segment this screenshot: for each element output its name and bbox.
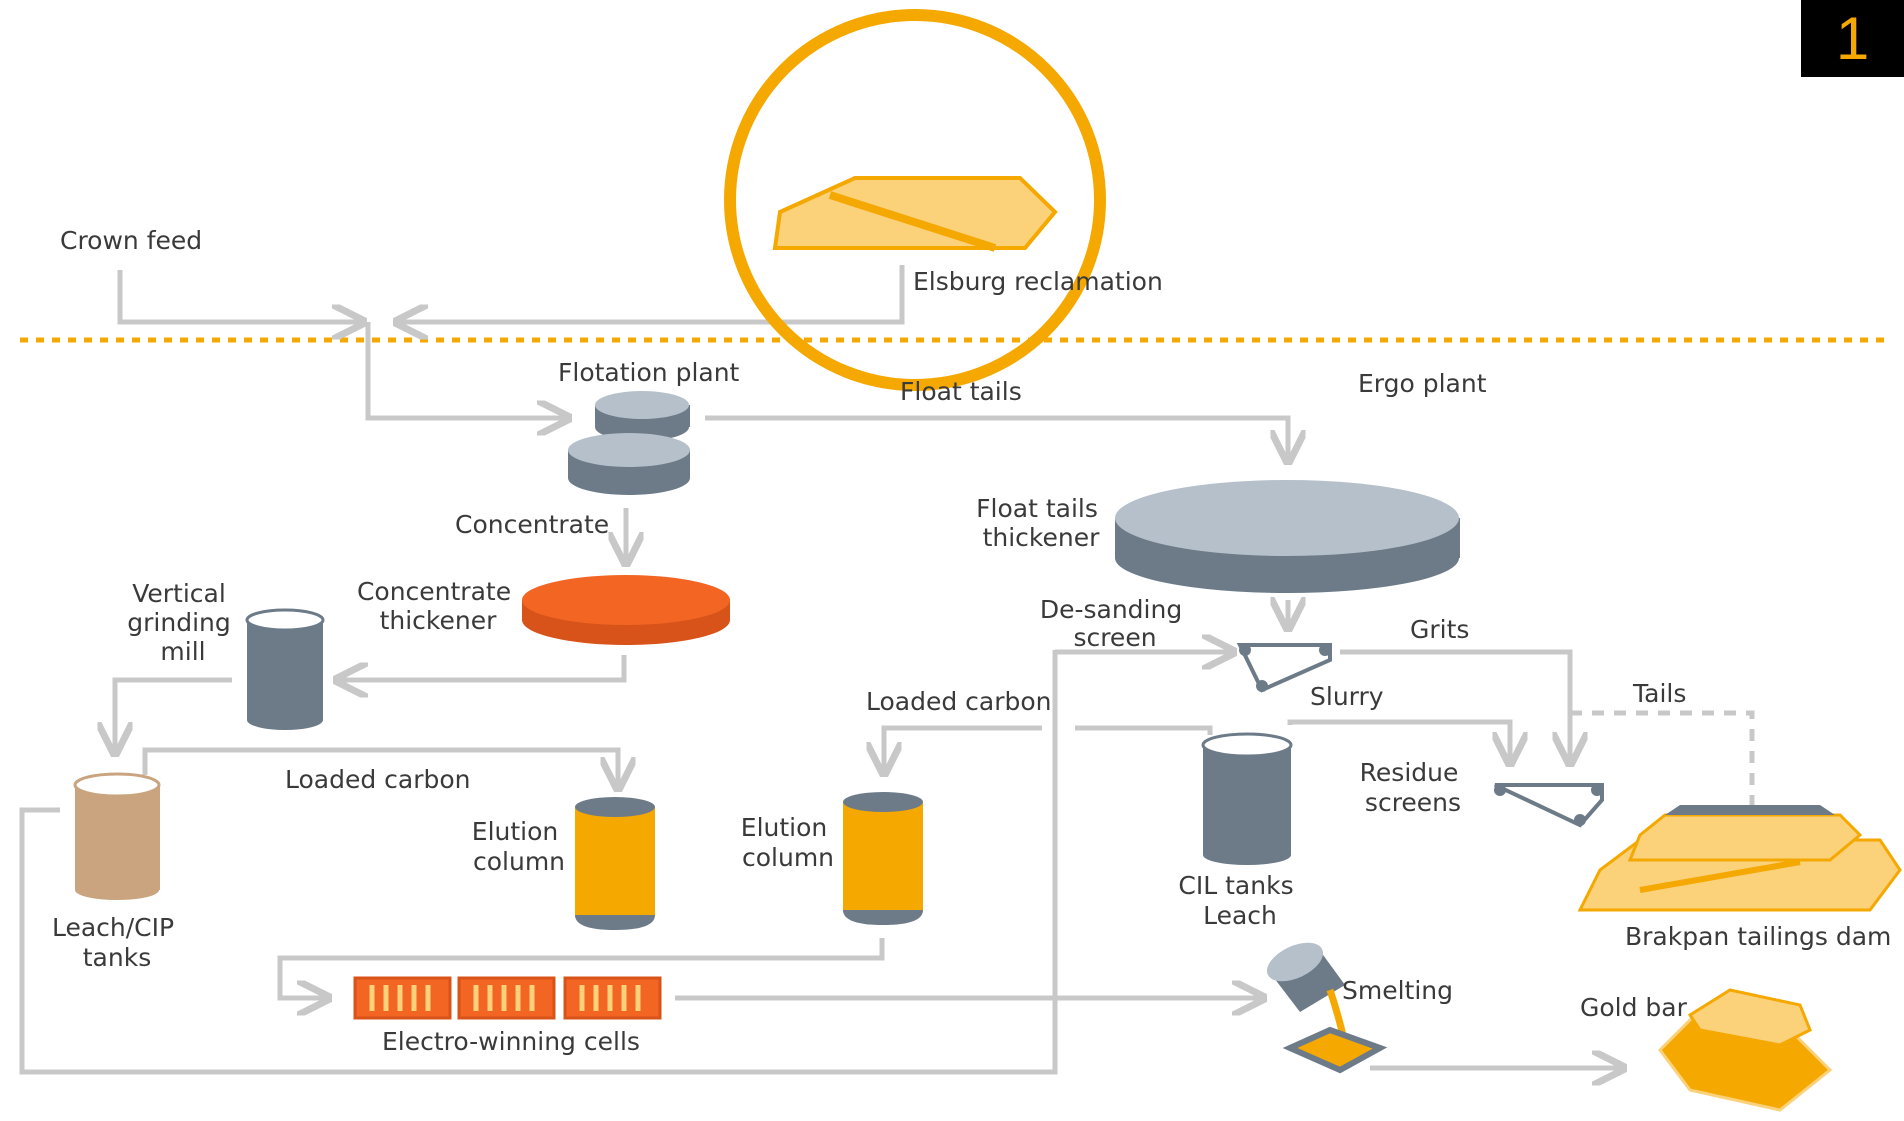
label-electro-winning-cells: Electro-winning cells bbox=[382, 1027, 640, 1056]
label-float-tails-thickener: Float tails thickener bbox=[976, 494, 1106, 552]
flow-to-leach bbox=[115, 677, 232, 750]
label-residue-screens: Residue screens bbox=[1360, 758, 1467, 817]
label-flotation-plant: Flotation plant bbox=[558, 358, 740, 387]
gold-bar-icon bbox=[1658, 988, 1833, 1112]
label-elsburg: Elsburg reclamation bbox=[913, 267, 1163, 296]
flow-crown-feed bbox=[117, 270, 360, 322]
concentrate-thickener-icon bbox=[522, 575, 730, 645]
smelting-crucible-icon bbox=[1266, 942, 1388, 1074]
brakpan-dam-icon bbox=[1577, 805, 1902, 912]
flow-to-mill bbox=[340, 655, 627, 680]
label-concentrate: Concentrate bbox=[455, 510, 609, 539]
elution-column-2-icon bbox=[843, 792, 923, 925]
label-elution-column-2: Elution column bbox=[741, 813, 835, 872]
flow-loaded-carbon-left bbox=[142, 747, 618, 785]
label-gold-bar: Gold bar bbox=[1580, 993, 1688, 1022]
page-number-badge: 1 bbox=[1801, 0, 1904, 77]
elsburg-heap-icon bbox=[772, 176, 1058, 252]
label-ergo-plant: Ergo plant bbox=[1358, 369, 1487, 398]
label-tails: Tails bbox=[1632, 679, 1686, 708]
label-leach-cip: Leach/CIP tanks bbox=[52, 913, 182, 972]
electro-winning-cells-icon bbox=[353, 976, 662, 1020]
flow-loaded-carbon-right bbox=[884, 725, 1042, 770]
float-tails-thickener-icon bbox=[1115, 480, 1460, 593]
label-crown-feed: Crown feed bbox=[60, 226, 202, 255]
label-loaded-carbon-left: Loaded carbon bbox=[285, 765, 471, 794]
vertical-mill-icon bbox=[245, 608, 325, 730]
label-cil-tanks: CIL tanks Leach bbox=[1178, 871, 1301, 930]
label-elution-column-1: Elution column bbox=[472, 817, 566, 876]
flow-return-loop bbox=[19, 650, 1058, 1075]
flow-to-cil bbox=[1075, 725, 1213, 735]
leach-cip-tank-icon bbox=[73, 772, 161, 900]
flow-elsburg bbox=[400, 265, 905, 322]
flow-slurry bbox=[1287, 719, 1510, 760]
flow-lines bbox=[19, 265, 1620, 1075]
flow-to-ewc bbox=[277, 938, 885, 998]
label-smelting: Smelting bbox=[1342, 976, 1453, 1005]
flow-grits bbox=[1340, 649, 1570, 760]
flow-float-tails bbox=[705, 415, 1288, 458]
flotation-plant-icon bbox=[568, 391, 690, 495]
label-float-tails: Float tails bbox=[900, 377, 1022, 406]
label-grits: Grits bbox=[1410, 615, 1469, 644]
label-desanding-screen: De-sanding screen bbox=[1040, 595, 1190, 652]
label-vertical-mill: Vertical grinding mill bbox=[127, 579, 238, 666]
desanding-screen-icon bbox=[1236, 643, 1332, 693]
elution-column-1-icon bbox=[575, 797, 655, 930]
label-slurry: Slurry bbox=[1310, 682, 1384, 711]
label-concentrate-thickener: Concentrate thickener bbox=[357, 577, 519, 635]
flow-tails bbox=[1570, 710, 1755, 810]
label-brakpan: Brakpan tailings dam bbox=[1625, 922, 1891, 951]
residue-screen-icon bbox=[1494, 783, 1604, 828]
highlight-circle bbox=[724, 9, 1106, 391]
flow-to-flotation bbox=[365, 322, 565, 418]
cil-tanks-icon bbox=[1201, 732, 1293, 865]
label-loaded-carbon-right: Loaded carbon bbox=[866, 687, 1052, 716]
